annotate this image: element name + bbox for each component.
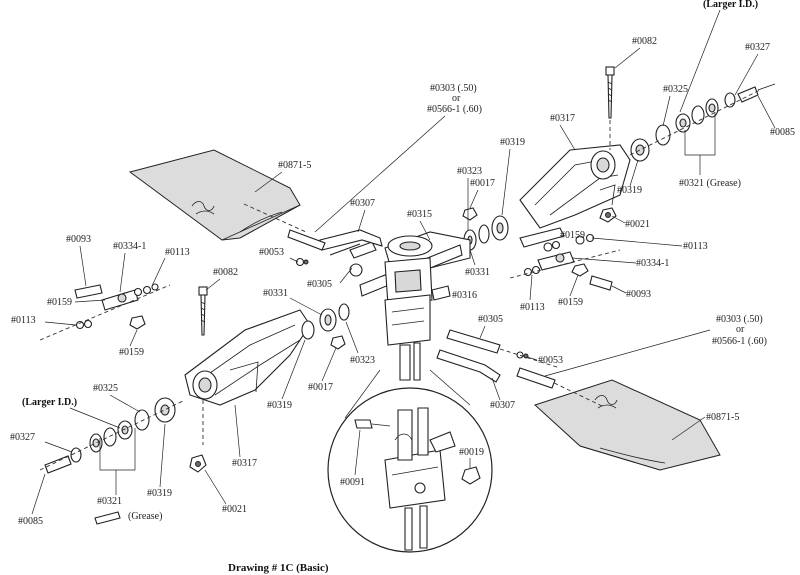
label-0315: #0315: [407, 209, 432, 220]
label-0325-left: #0325: [93, 383, 118, 394]
label-0303-bottom-1: #0303 (.50): [716, 314, 763, 325]
label-0319-left-a: #0319: [267, 400, 292, 411]
label-0871-bottom: #0871-5: [706, 412, 739, 423]
label-0321-left: #0321: [97, 496, 122, 507]
label-0334-right: #0334-1: [636, 258, 669, 269]
label-0325-top: #0325: [663, 84, 688, 95]
bearing-stack-lower-left: [39, 397, 186, 474]
label-0113-right-a: #0113: [683, 241, 708, 252]
label-0323-top: #0323: [457, 166, 482, 177]
label-0303-top-2: #0566-1 (.60): [427, 104, 482, 115]
ball-link-left: [39, 283, 171, 341]
label-0307-top: #0307: [350, 198, 375, 209]
bolt-0082-top: [605, 66, 615, 150]
label-0303-top-1: #0303 (.50): [430, 83, 477, 94]
part-labels: (Larger I.D.) #0082 #0327 #0325 #0085 #0…: [10, 0, 795, 527]
blade-top-left: [128, 149, 307, 241]
label-0871-top: #0871-5: [278, 160, 311, 171]
label-0327-top: #0327: [745, 42, 770, 53]
label-0082-left: #0082: [213, 267, 238, 278]
label-0159-left-a: #0159: [47, 297, 72, 308]
label-0303-top-or: or: [452, 93, 461, 104]
flybar-0307-upper: [287, 229, 383, 267]
label-0319-left-b: #0319: [147, 488, 172, 499]
label-0303-bottom-2: #0566-1 (.60): [712, 336, 767, 347]
label-0305-bottom: #0305: [478, 314, 503, 325]
label-0331-left: #0331: [263, 288, 288, 299]
label-0093-right: #0093: [626, 289, 651, 300]
bolt-0082-left: [198, 286, 208, 445]
blade-grip-top-right: [519, 144, 631, 229]
label-0085-top: #0085: [770, 127, 795, 138]
label-0021-left: #0021: [222, 504, 247, 515]
label-0017-left: #0017: [308, 382, 333, 393]
blade-bottom-right: [534, 379, 721, 471]
label-0303-bottom-or: or: [736, 324, 745, 335]
label-larger-id-left: (Larger I.D.): [22, 397, 77, 408]
label-0159-right-b: #0159: [558, 297, 583, 308]
label-0093-left: #0093: [66, 234, 91, 245]
label-0017-top: #0017: [470, 178, 495, 189]
label-0323-left: #0323: [350, 355, 375, 366]
bearing-stack-top-right: [629, 83, 776, 162]
label-0159-right-a: #0159: [560, 230, 585, 241]
label-0319-top-b: #0319: [617, 185, 642, 196]
bearing-0319-top: [491, 215, 509, 241]
drawing-title: Drawing # 1C (Basic): [228, 562, 329, 574]
label-0321-top: #0321 (Grease): [679, 178, 741, 189]
label-0082-top: #0082: [632, 36, 657, 47]
label-0307-bottom: #0307: [490, 400, 515, 411]
label-0305-top: #0305: [307, 279, 332, 290]
label-0334-left: #0334-1: [113, 241, 146, 252]
label-0319-top-a: #0319: [500, 137, 525, 148]
detail-inset: [327, 369, 493, 553]
flybar-0307-lower: [436, 329, 561, 389]
label-grease-left: (Grease): [128, 511, 162, 522]
part-0316: [431, 285, 451, 301]
ball-link-right: [509, 227, 621, 291]
label-0053-bottom: #0053: [538, 355, 563, 366]
nut-0021-left: [189, 454, 207, 473]
label-larger-id-top: (Larger I.D.): [703, 0, 758, 10]
central-hub: [329, 231, 471, 381]
label-0113-right-b: #0113: [520, 302, 545, 313]
label-0316: #0316: [452, 290, 477, 301]
label-0317-top: #0317: [550, 113, 575, 124]
spindle-washers-left: [301, 303, 350, 350]
label-0053-top: #0053: [259, 247, 284, 258]
label-0091-inset: #0091: [340, 477, 365, 488]
label-0331-top: #0331: [465, 267, 490, 278]
nut-0017-top: [462, 207, 478, 221]
label-0159-left-b: #0159: [119, 347, 144, 358]
label-0021-top: #0021: [625, 219, 650, 230]
blade-grip-lower-left: [184, 309, 311, 406]
label-0113-left-b: #0113: [11, 315, 36, 326]
nut-0021-top: [599, 207, 617, 223]
label-0327-left: #0327: [10, 432, 35, 443]
label-0317-left: #0317: [232, 458, 257, 469]
label-0113-left-a: #0113: [165, 247, 190, 258]
label-0085-left: #0085: [18, 516, 43, 527]
label-0019-inset: #0019: [459, 447, 484, 458]
